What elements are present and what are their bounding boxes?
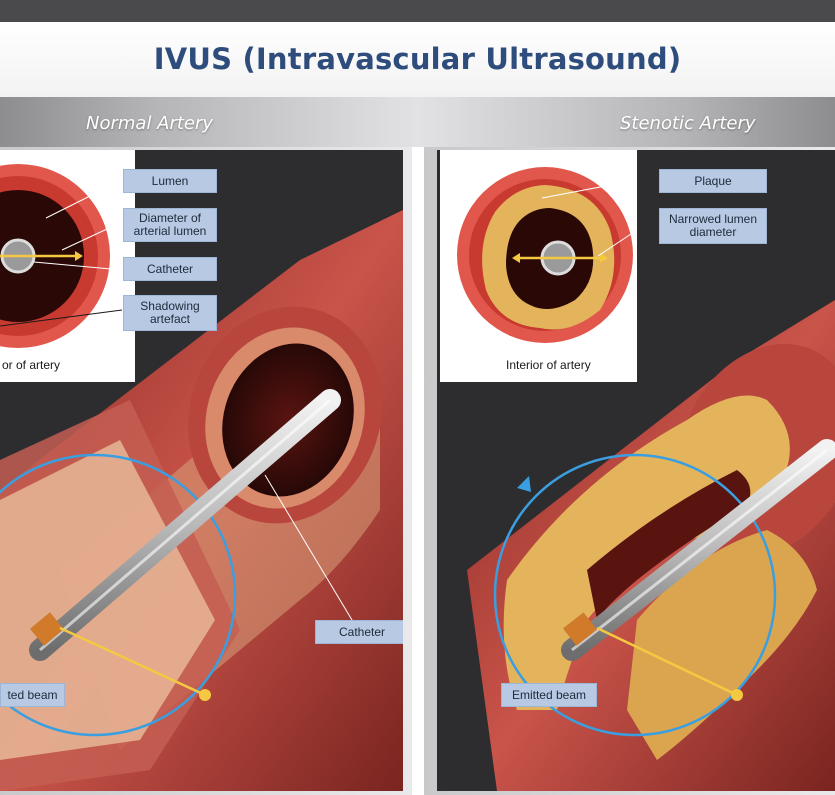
beam-dot [731,689,743,701]
stenotic-cross-section [440,150,637,382]
label-catheter: Catheter [315,620,403,644]
label-emitted-beam: ted beam [0,683,65,707]
label-plaque: Plaque [659,169,767,193]
inset-caption: or of artery [2,358,60,372]
title-banner: IVUS (Intravascular Ultrasound) [0,22,835,97]
normal-cross-section [0,150,135,382]
label-lumen: Lumen [123,169,217,193]
normal-cross-section-inset: or of artery [0,150,135,382]
inset-caption: Interior of artery [506,358,591,372]
stenotic-artery-panel: Interior of artery Plaque Narrowed lumen… [437,150,835,791]
left-subtitle: Normal Artery [86,113,213,134]
top-bar [0,0,835,22]
label-shadowing: Shadowing artefact [123,295,217,331]
label-diameter: Diameter of arterial lumen [123,208,217,242]
label-catheter-inset: Catheter [123,257,217,281]
label-narrowed-lumen: Narrowed lumen diameter [659,208,767,244]
page-title: IVUS (Intravascular Ultrasound) [0,42,835,76]
beam-dot [199,689,211,701]
stenotic-cross-section-inset: Interior of artery [440,150,637,382]
normal-artery-panel: or of artery Lumen Diameter of arterial … [0,150,403,791]
right-subtitle: Stenotic Artery [620,113,756,134]
label-emitted-beam: Emitted beam [501,683,597,707]
